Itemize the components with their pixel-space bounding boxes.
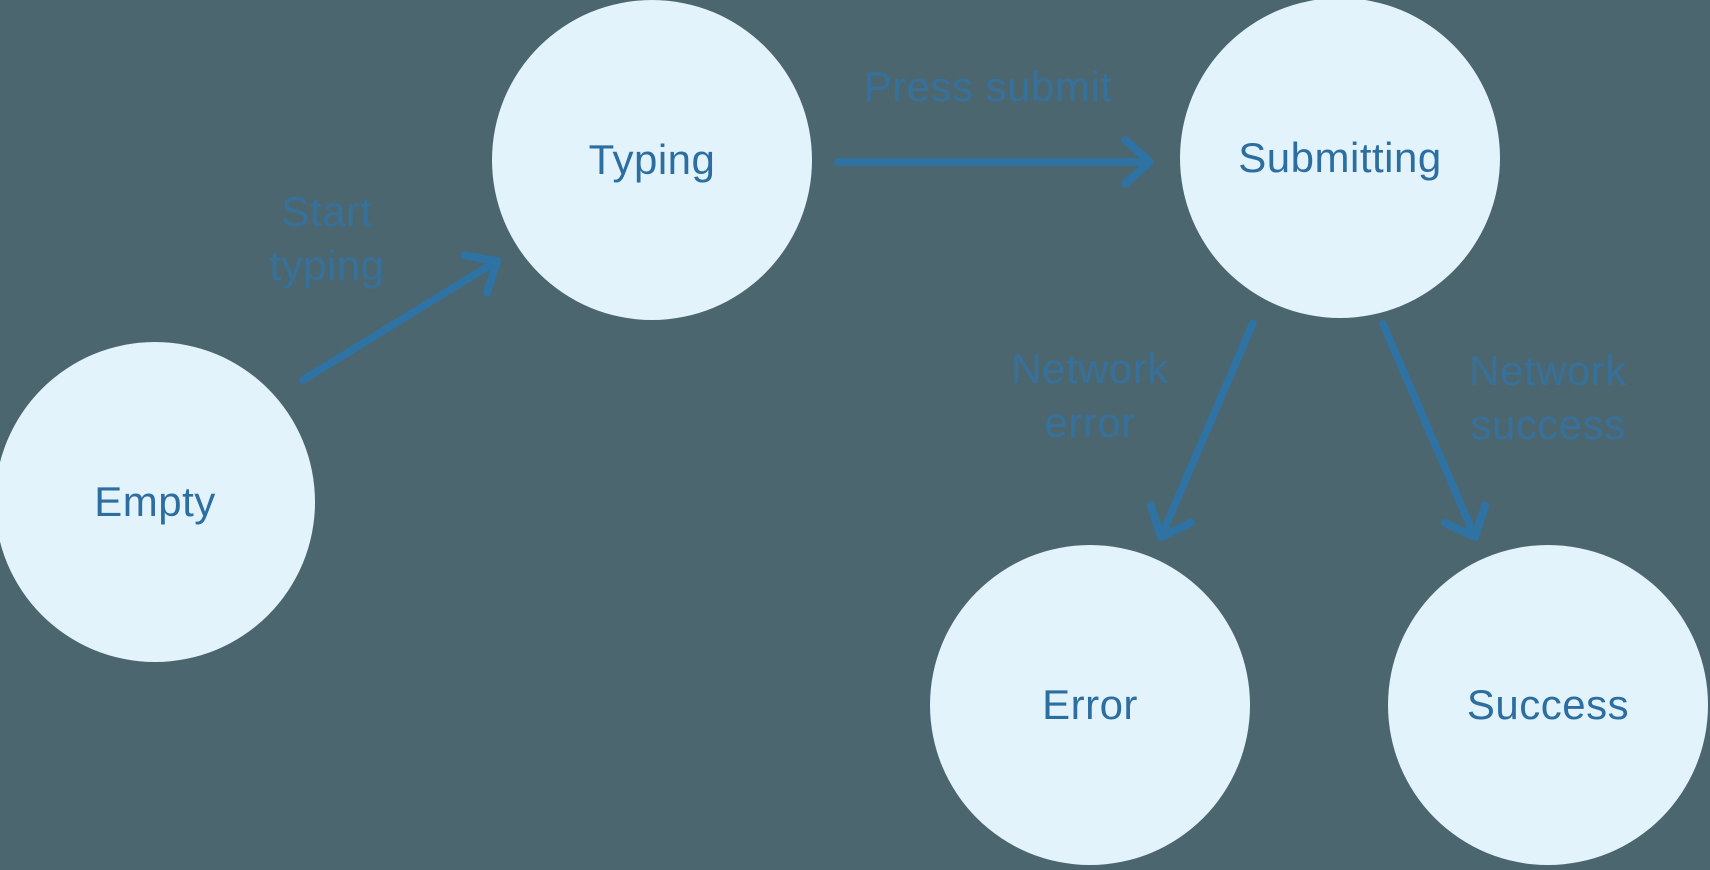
edge-label-line: error (1044, 399, 1136, 446)
edge-label-line: Start (281, 188, 373, 235)
edge-line (1379, 320, 1479, 541)
transition-edge-submitting-to-error (1146, 319, 1257, 541)
state-node-submitting: Submitting (1180, 0, 1500, 318)
state-node-label-submitting: Submitting (1238, 134, 1442, 181)
transition-edge-typing-to-submitting (834, 136, 1154, 188)
edge-line (1157, 319, 1257, 541)
edge-label-line: typing (269, 242, 385, 289)
transition-edge-empty-to-typing (299, 251, 501, 384)
arrowhead-icon (460, 251, 501, 297)
edge-label-submitting-to-error: Network error (1011, 342, 1169, 450)
edge-label-line: success (1470, 401, 1626, 448)
state-node-label-typing: Typing (588, 136, 716, 183)
edge-label-line: Press submit (863, 63, 1113, 110)
edge-line (299, 257, 501, 384)
edge-label-empty-to-typing: Start typing (269, 185, 384, 293)
state-node-label-success: Success (1466, 681, 1630, 728)
state-node-error: Error (930, 545, 1250, 865)
edge-label-line: Network (1469, 347, 1627, 394)
state-node-typing: Typing (492, 0, 812, 320)
edge-label-line: Network (1011, 345, 1169, 392)
edge-label-typing-to-submitting: Press submit (864, 60, 1113, 114)
state-node-empty: Empty (0, 342, 315, 662)
arrowhead-icon (1146, 501, 1195, 541)
arrowhead-icon (1121, 136, 1154, 188)
state-node-label-empty: Empty (94, 478, 216, 525)
edge-label-submitting-to-success: Network success (1469, 344, 1627, 452)
transition-edge-submitting-to-success (1379, 320, 1490, 541)
state-node-label-error: Error (1042, 681, 1138, 728)
state-node-success: Success (1388, 545, 1708, 865)
arrowhead-icon (1441, 501, 1490, 541)
